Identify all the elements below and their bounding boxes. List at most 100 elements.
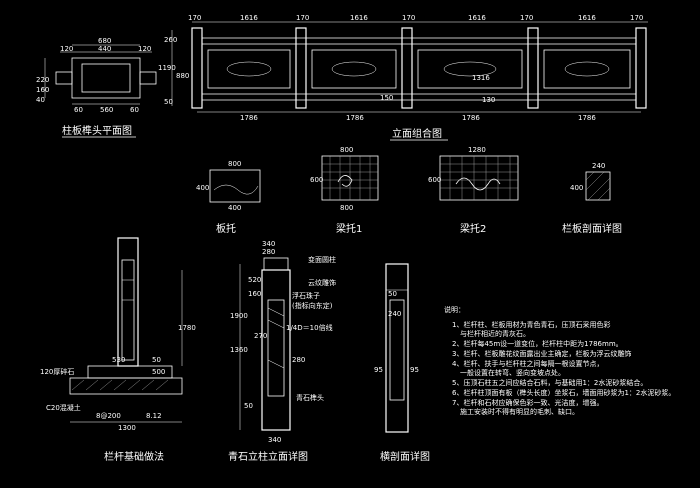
foundation-gravel-label: 120厚碎石 [40,367,74,376]
elev-bottom-dim-1: 1786 [240,114,258,122]
foundation-view: 1780 530 50 500 120厚碎石 C20混凝土 8@200 8.12… [40,237,196,463]
cross-section-title: 横剖面详图 [380,450,430,463]
cross-dim-95b: 95 [410,366,419,374]
elev-top-dim-3: 170 [296,14,309,22]
column-dim-1360: 1360 [230,346,248,354]
elev-left-dim-1: 260 [164,36,177,44]
elev-left-dim-2: 1190 [158,64,176,72]
elev-bottom-dim-3: 1786 [462,114,480,122]
column-detail-view: 340 280 520 160 变面圆柱 云纹雕饰 浮石珠子 (指标向东定) 1… [228,240,336,463]
column-dim-340: 340 [262,240,275,248]
post-plan-dim-440: 440 [98,45,111,53]
foundation-dim-1780: 1780 [178,324,196,332]
section-dim-240: 240 [592,162,605,170]
notes-block: 说明： 1、栏杆柱、栏板用材为青色青石，压顶石采用色彩 与栏杆相近的青灰石。 2… [444,305,675,416]
beam2-dim-600: 600 [428,176,441,184]
note-line-2: 与栏杆相近的青灰石。 [460,329,530,338]
panel-support-dim-400b: 400 [228,204,241,212]
beam-support-2-view: 1280 600 梁托2 [428,146,519,235]
column-dim-270: 270 [254,332,267,340]
section-dim-400: 400 [570,184,583,192]
column-dim-160: 160 [248,290,261,298]
note-line-4: 3、栏杆、栏板雕花纹面露出业主确定，栏板为浮云纹雕饰 [452,349,631,358]
foundation-dim-500: 500 [152,368,165,376]
cross-dim-240: 240 [388,310,401,318]
elev-inner-dim-150: 150 [380,94,393,102]
notes-heading: 说明： [444,305,465,314]
post-plan-dim-120b: 120 [138,45,151,53]
cross-section-view: 50 240 95 95 横剖面详图 [374,263,430,463]
elev-top-dim-8: 1616 [578,14,596,22]
elev-top-dim-1: 170 [188,14,201,22]
column-dim-340b: 340 [268,436,281,444]
elev-top-dim-4: 1616 [350,14,368,22]
elev-inner-dim-130: 130 [482,96,495,104]
foundation-dim-812: 8.12 [146,412,162,420]
foundation-dim-rebar: 8@200 [96,412,121,420]
beam-support-1-title: 梁托1 [336,222,362,235]
panel-support-dim-800: 800 [228,160,241,168]
column-dim-1900: 1900 [230,312,248,320]
panel-support-title: 板托 [216,222,236,235]
elev-top-dim-7: 170 [520,14,533,22]
note-line-3: 2、栏杆每45m设一道变位，栏杆柱中距为1786mm。 [452,339,623,348]
column-dim-50: 50 [244,402,253,410]
panel-support-dim-400a: 400 [196,184,209,192]
note-line-7: 5、压顶石柱五之间应结合石料，与基础用1：2水泥砂浆结合。 [452,378,647,387]
elev-left-dim-4: 50 [164,98,173,106]
column-dim-280: 280 [262,248,275,256]
elev-top-dim-9: 170 [630,14,643,22]
column-bead-label: 浮石珠子 [292,291,320,300]
elev-top-dim-6: 1616 [468,14,486,22]
column-dim-520: 520 [248,276,261,284]
elevation-title: 立面组合图 [392,127,442,140]
foundation-concrete-label: C20混凝土 [46,403,81,412]
post-plan-dim-560: 560 [100,106,113,114]
cross-dim-50: 50 [388,290,397,298]
column-ornament-label: 变面圆柱 [308,255,336,264]
foundation-dim-530: 530 [112,356,125,364]
foundation-dim-50: 50 [152,356,161,364]
post-plan-dim-160: 160 [36,86,49,94]
elev-bottom-dim-4: 1786 [578,114,596,122]
column-ratio-label: 1/4D＝10倍线 [286,323,333,332]
foundation-dim-1300: 1300 [118,424,136,432]
post-plan-view: 680 120 440 120 220 160 40 60 560 60 柱板榫… [36,37,157,138]
panel-section-view: 240 400 栏板剖面详图 [562,162,622,235]
elev-inner-dim-1316: 1316 [472,74,490,82]
beam1-dim-600: 600 [310,176,323,184]
cross-dim-95a: 95 [374,366,383,374]
column-detail-title: 青石立柱立面详图 [228,450,308,463]
beam-support-2-title: 梁托2 [460,222,486,235]
post-plan-dim-220: 220 [36,76,49,84]
beam1-dim-800a: 800 [340,146,353,154]
note-line-5: 4、栏杆、扶手与栏杆柱之间每隔一根设置节点， [452,359,603,368]
elevation-view: 170 1616 170 1616 170 1616 170 1616 170 … [158,14,648,141]
elev-bottom-dim-2: 1786 [346,114,364,122]
post-plan-dim-40: 40 [36,96,45,104]
post-plan-dim-60b: 60 [130,106,139,114]
column-dim-280b: 280 [292,356,305,364]
note-line-8: 6、栏杆柱顶面有板（榫头长度）坐浆石，墙面用砂浆为1：2水泥砂浆。 [452,388,675,397]
beam1-dim-800b: 800 [340,204,353,212]
column-bead-note: (指标向东定) [292,301,333,310]
beam2-dim-1280: 1280 [468,146,486,154]
elev-left-dim-3: 880 [176,72,189,80]
post-plan-dim-120a: 120 [60,45,73,53]
column-tenon-label: 青石榫头 [296,393,324,402]
post-plan-dim-60a: 60 [74,106,83,114]
panel-support-view: 800 400 400 板托 [196,160,261,235]
column-cloud-label: 云纹雕饰 [308,278,336,287]
panel-section-title: 栏板剖面详图 [562,222,622,235]
elev-top-dim-5: 170 [402,14,415,22]
note-line-10: 施工安装时不得有明显的毛刺、缺口。 [460,407,579,416]
post-plan-title: 柱板榫头平面图 [62,124,132,137]
post-plan-dim-680: 680 [98,37,111,45]
beam-support-1-view: 800 600 800 梁托1 [310,146,379,235]
foundation-title: 栏杆基础做法 [104,450,164,463]
elev-top-dim-2: 1616 [240,14,258,22]
note-line-6: 一般设置在转弯、竖向变坡点处。 [460,368,565,377]
note-line-9: 7、栏杆和石材应确保色彩一致、光洁度，增强。 [452,398,603,407]
note-line-1: 1、栏杆柱、栏板用材为青色青石，压顶石采用色彩 [452,320,610,329]
